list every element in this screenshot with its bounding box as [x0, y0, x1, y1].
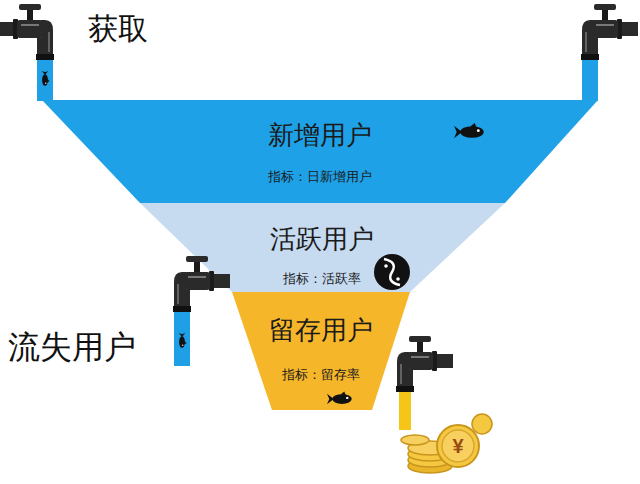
band-shape: [232, 292, 410, 410]
text-slot: 新增用户: [120, 121, 520, 151]
faucet-icon: [0, 4, 54, 60]
band-shape: [232, 292, 410, 410]
fish-icon: [42, 71, 50, 86]
funnel-band: 新增用户指标：日新增用户: [42, 100, 598, 203]
water-stream: [37, 58, 53, 101]
band-title: 新增用户: [268, 121, 372, 151]
band-shape: [42, 100, 598, 203]
coin-symbol: ¥: [452, 435, 463, 457]
coin-pile: [401, 414, 492, 473]
fish-icon: [327, 392, 352, 405]
water-stream: [174, 310, 190, 366]
caption-label: 流失用户: [8, 330, 136, 365]
faucet-icon: [173, 256, 230, 312]
band-metric: 指标：活跃率: [283, 272, 361, 287]
text-slot: 活跃用户: [122, 225, 522, 255]
fish-icon: [454, 123, 484, 138]
band-title: 留存用户: [269, 316, 373, 346]
text-slot: 指标：留存率: [121, 365, 521, 383]
water-stream: [582, 58, 598, 101]
funnel-band: 留存用户指标：留存率: [232, 292, 410, 410]
caption-label: 获取: [88, 12, 148, 45]
band-metric: 指标：日新增用户: [268, 170, 372, 185]
fish-circle-icon: [374, 254, 410, 290]
band-metric: 指标：留存率: [282, 368, 360, 383]
text-slot: 指标：日新增用户: [120, 167, 520, 185]
band-shape: [42, 100, 598, 203]
band-title: 活跃用户: [270, 225, 374, 255]
fish-icon: [179, 333, 187, 348]
faucet-icon: [396, 336, 453, 392]
faucet-icon: [581, 4, 638, 60]
gold-stream: [399, 390, 411, 430]
